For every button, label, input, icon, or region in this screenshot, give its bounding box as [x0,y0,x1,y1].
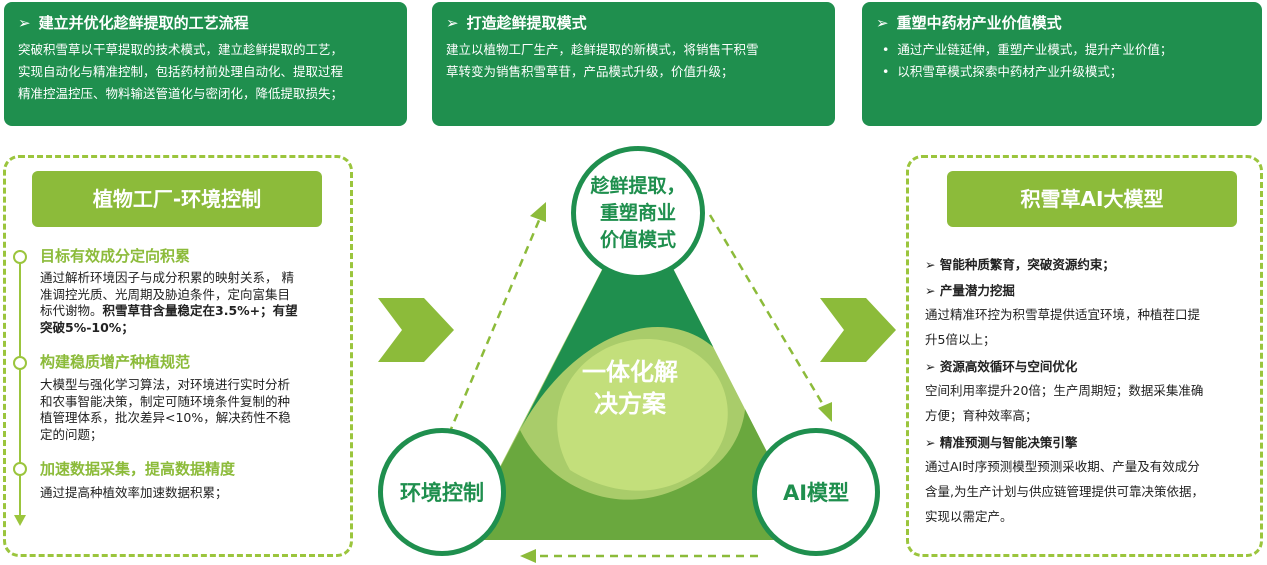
left-item-heading: 目标有效成分定向积累 [40,247,191,265]
right-item: ➢ 精准预测与智能决策引擎 通过AI时序预测模型预测采收期、产量及有效成分 含量… [925,435,1204,524]
circle-left: 环境控制 [378,428,506,556]
left-item-heading: 加速数据采集，提高数据精度 [40,460,236,478]
arrowhead-icon [520,549,536,563]
timeline-node [13,356,27,370]
chevron-right-icon: ➢ [876,14,889,32]
top-box-line: 实现自动化与精准控制，包括药材前处理自动化、提取过程 [18,64,344,79]
top-box-line: 突破积雪草以干草提取的技术模式，建立趁鲜提取的工艺， [18,42,344,57]
arrowhead-icon [818,402,832,422]
swirl-light [557,339,728,491]
right-item: ➢ 资源高效循环与空间优化 空间利用率提升20倍；生产周期短；数据采集准确 方便… [925,359,1204,423]
arrow-right-icon [378,298,454,362]
top-box-process: ➢ 建立并优化趁鲜提取的工艺流程 突破积雪草以干草提取的技术模式，建立趁鲜提取的工… [4,2,407,126]
top-box-title: 打造趁鲜提取模式 [466,14,587,32]
left-panel-tag: 植物工厂-环境控制 [32,171,322,227]
right-item: ➢ 产量潜力挖掘 通过精准环控为积雪草提供适宜环境，种植茬口提 升5倍以上； [925,283,1201,347]
timeline-node [13,250,27,264]
arrow-right-icon [820,298,896,362]
top-box-title: 建立并优化趁鲜提取的工艺流程 [38,14,249,32]
circle-right: AI模型 [752,428,880,556]
top-box-line: 精准控温控压、物料输送管道化与密闭化，降低提取损失； [18,86,344,101]
arrowhead-icon [530,202,546,222]
dashed-arrow-left [436,217,542,461]
left-panel [3,155,353,557]
chevron-right-icon: ➢ [925,257,940,272]
dashed-arrow-right [708,214,827,409]
left-item-text: 通过提高种植效率加速数据积累； [40,485,228,500]
chevron-right-icon: ➢ [925,359,940,374]
swirl-mid [462,380,812,540]
chevron-right-icon: ➢ [446,14,459,32]
right-item: ➢ 智能种质繁育，突破资源约束； [925,257,1115,272]
bullet-icon: • [882,64,890,79]
chevron-right-icon: ➢ [925,283,940,298]
bullet-icon: • [882,42,890,57]
top-box-bullet: 以积雪草模式探索中药材产业升级模式； [897,64,1123,79]
chevron-right-icon: ➢ [18,14,31,32]
solution-triangle [436,200,832,563]
top-box-model: ➢ 打造趁鲜提取模式 建立以植物工厂生产，趁鲜提取的新模式，将销售干积雪 草转变为… [432,2,835,126]
top-box-line: 草转变为销售积雪草苷，产品模式升级，价值升级； [446,64,734,79]
left-item-heading: 构建稳质增产种植规范 [40,353,191,371]
timeline-arrow-icon [14,515,26,526]
right-panel-tag: 积雪草AI大模型 [947,171,1237,227]
left-item-text: 通过解析环境因子与成分积累的映射关系， 精 准调控光质、光周期及胁迫条件，定向富… [40,270,298,335]
top-box-title: 重塑中药材产业价值模式 [896,14,1062,32]
right-panel [906,155,1263,557]
timeline-node [13,462,27,476]
timeline-line [19,250,21,518]
top-box-line: 建立以植物工厂生产，趁鲜提取的新模式，将销售干积雪 [446,42,759,57]
circle-top: 趁鲜提取， 重塑商业 价值模式 [571,146,705,280]
chevron-right-icon: ➢ [925,435,940,450]
top-box-value: ➢ 重塑中药材产业价值模式 • 通过产业链延伸，重塑产业模式，提升产业价值； • 以积… [862,2,1262,126]
core-label: 一体化解 决方案 [582,358,678,418]
top-box-bullet: 通过产业链延伸，重塑产业模式，提升产业价值； [897,42,1173,57]
left-item-text: 大模型与强化学习算法，对环境进行实时分析 和农事智能决策，制定可随环境条件复制的… [40,377,291,442]
